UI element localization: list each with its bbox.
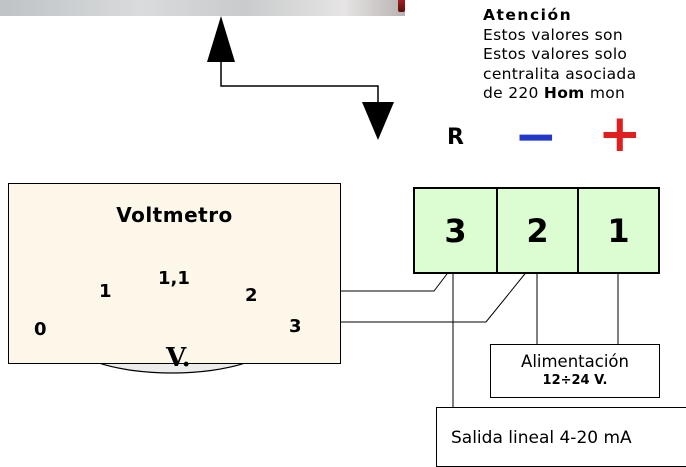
wire-terminal-3 xyxy=(341,269,451,292)
arrow-down-icon xyxy=(362,102,394,140)
terminal-block: 3 2 1 xyxy=(413,187,660,274)
scale-label-2: 2 xyxy=(245,285,258,306)
arrow-connector-line xyxy=(220,62,379,108)
scale-label-3: 3 xyxy=(289,316,302,337)
output-box: Salida lineal 4-20 mA xyxy=(436,407,686,467)
note-line: Estos valores son xyxy=(483,25,623,44)
voltmeter-box xyxy=(8,183,341,364)
voltmeter-title: Voltmetro xyxy=(116,203,233,227)
power-supply-box: Alimentación 12÷24 V. xyxy=(490,344,660,398)
arrow-up-icon xyxy=(207,16,235,62)
attention-note: Atención Estos valores son Estos valores… xyxy=(483,6,686,104)
note-line: de 220 Hom mon xyxy=(483,84,626,102)
scale-label-0: 0 xyxy=(34,319,47,340)
terminal-1: 1 xyxy=(577,189,658,272)
sensor-cable-red xyxy=(398,0,405,12)
terminal-3: 3 xyxy=(444,211,467,250)
note-bold-word: Hom xyxy=(543,84,585,102)
power-supply-range: 12÷24 V. xyxy=(542,373,608,388)
power-supply-label: Alimentación xyxy=(521,352,629,371)
plus-sign: + xyxy=(598,104,642,164)
note-title: Atención xyxy=(483,6,573,24)
scale-label-1: 1 xyxy=(99,281,112,302)
note-line: centralita asociada xyxy=(483,64,637,83)
voltage-unit-label: V. xyxy=(166,343,191,373)
minus-sign: − xyxy=(514,107,558,167)
terminal-label-r: R xyxy=(447,125,464,150)
note-line: Estos valores solo xyxy=(483,45,628,63)
terminal-2: 2 xyxy=(496,189,577,272)
scale-label-1-1: 1,1 xyxy=(158,268,190,289)
output-label: Salida lineal 4-20 mA xyxy=(451,428,632,448)
sensor-photo-strip xyxy=(0,0,405,16)
wire-terminal-2 xyxy=(341,269,529,323)
